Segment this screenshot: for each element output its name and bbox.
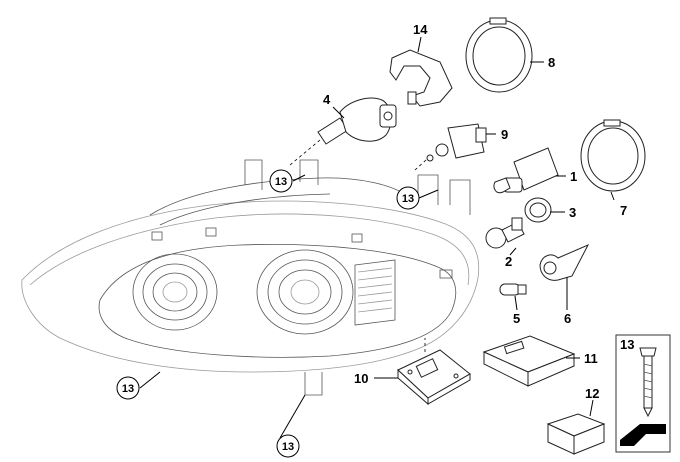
halogen-bulb — [493, 147, 559, 194]
cover-ring-large — [465, 17, 533, 93]
box-part — [546, 413, 606, 455]
cover-cap — [524, 197, 552, 223]
callout-7: 7 — [620, 203, 627, 218]
callout-2: 2 — [505, 254, 512, 269]
screw-detail-box — [615, 334, 671, 453]
projector-lens-left — [132, 253, 218, 331]
bulb-holder-clip — [389, 49, 453, 107]
callout-12: 12 — [585, 386, 599, 401]
xenon-ballast — [482, 335, 576, 387]
circled-callout-13-b: 13 — [396, 186, 420, 210]
callout-3: 3 — [569, 205, 576, 220]
circled-callout-13-a: 13 — [269, 169, 293, 193]
svg-text:13: 13 — [282, 441, 294, 453]
callout-6: 6 — [564, 311, 571, 326]
callout-4: 4 — [323, 92, 331, 107]
bulb-socket — [539, 243, 590, 281]
lower-bracket — [304, 372, 323, 396]
callout-8: 8 — [548, 55, 555, 70]
circled-callout-13-d: 13 — [276, 434, 300, 458]
callout-9: 9 — [501, 127, 508, 142]
svg-text:13: 13 — [275, 176, 287, 188]
headlight-housing — [21, 159, 480, 373]
svg-text:13: 13 — [122, 383, 134, 395]
led-control-module — [397, 338, 471, 406]
leader-lines — [139, 36, 615, 439]
cover-ring-small — [580, 119, 646, 192]
callout-1: 1 — [570, 169, 577, 184]
callout-10: 10 — [354, 371, 368, 386]
projector-lens-right — [256, 249, 354, 335]
callout-13-box: 13 — [620, 337, 634, 352]
callout-11: 11 — [584, 351, 598, 366]
callout-5: 5 — [513, 311, 520, 326]
led-grille — [354, 259, 396, 326]
xenon-bulb — [289, 97, 397, 166]
indicator-socket — [414, 123, 487, 171]
small-bulb — [499, 283, 527, 296]
svg-text:13: 13 — [402, 193, 414, 205]
bulb-round — [485, 217, 525, 249]
circled-callout-13-c: 13 — [116, 376, 140, 400]
callout-14: 14 — [413, 22, 428, 37]
